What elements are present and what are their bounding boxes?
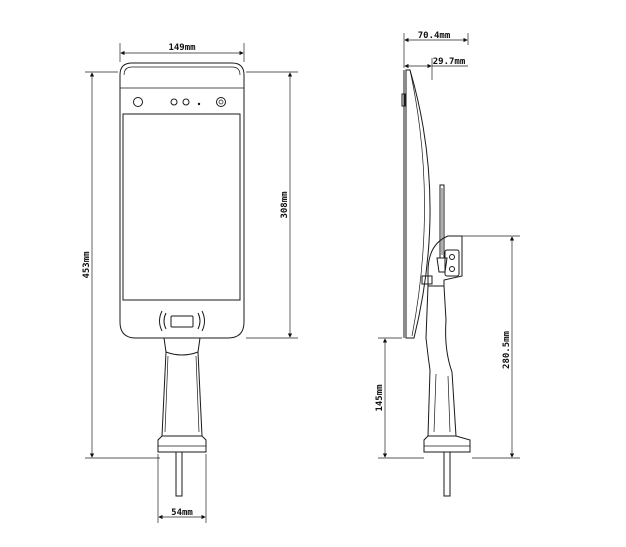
stand-height-label: 145mm xyxy=(375,384,385,412)
front-bolt xyxy=(175,451,183,497)
camera-right-lens-icon xyxy=(218,99,224,105)
front-pole-hatch-2 xyxy=(195,355,200,433)
stand-height-dimension: 145mm xyxy=(375,337,424,459)
sensor-1-icon xyxy=(170,98,178,106)
mount-height-label: 280.5mm xyxy=(502,330,512,369)
base-width-label: 54mm xyxy=(171,508,193,518)
side-back-panel xyxy=(405,69,431,339)
side-neck xyxy=(425,285,453,373)
panel-depth-label: 29.7mm xyxy=(433,57,466,67)
side-pole-hatch-1 xyxy=(433,373,437,433)
mount-height-dimension: 280.5mm xyxy=(462,235,520,459)
side-pole-hatch-2 xyxy=(447,375,451,433)
front-neck xyxy=(163,337,201,356)
side-base-flange xyxy=(423,435,471,453)
front-width-label: 149mm xyxy=(168,43,196,53)
front-top-cap xyxy=(123,66,241,76)
front-width-dimension: 149mm xyxy=(119,43,245,62)
total-height-dimension: 453mm xyxy=(82,71,160,459)
screen-height-dimension: 308mm xyxy=(246,71,298,339)
panel-depth-dimension: 29.7mm xyxy=(404,57,468,80)
sensor-2-icon xyxy=(182,98,190,106)
bracket-screw-1-icon xyxy=(449,254,455,260)
base-width-dimension: 54mm xyxy=(157,454,207,523)
antenna-connector xyxy=(421,275,433,285)
camera-right-icon xyxy=(216,97,226,107)
front-device-body xyxy=(119,62,245,339)
side-depth-dimension: 70.4mm xyxy=(403,31,469,68)
side-back-inner-curve xyxy=(409,69,425,337)
front-view xyxy=(119,62,245,497)
bracket-plate xyxy=(444,249,460,277)
side-button xyxy=(401,93,406,107)
nfc-reader-icon xyxy=(159,310,205,332)
sensor-dot-icon xyxy=(197,102,201,106)
front-pole-hatch-1 xyxy=(164,355,169,433)
bracket-screw-2-icon xyxy=(449,266,455,272)
mount-bracket xyxy=(427,235,463,287)
side-view xyxy=(401,69,471,497)
side-pole xyxy=(427,369,457,437)
front-screen xyxy=(122,113,241,301)
total-height-label: 453mm xyxy=(82,251,92,279)
side-depth-label: 70.4mm xyxy=(418,31,451,41)
camera-left-icon xyxy=(133,97,143,107)
front-base-flange xyxy=(157,435,207,453)
side-bolt xyxy=(443,451,451,497)
screen-height-label: 308mm xyxy=(280,191,290,219)
